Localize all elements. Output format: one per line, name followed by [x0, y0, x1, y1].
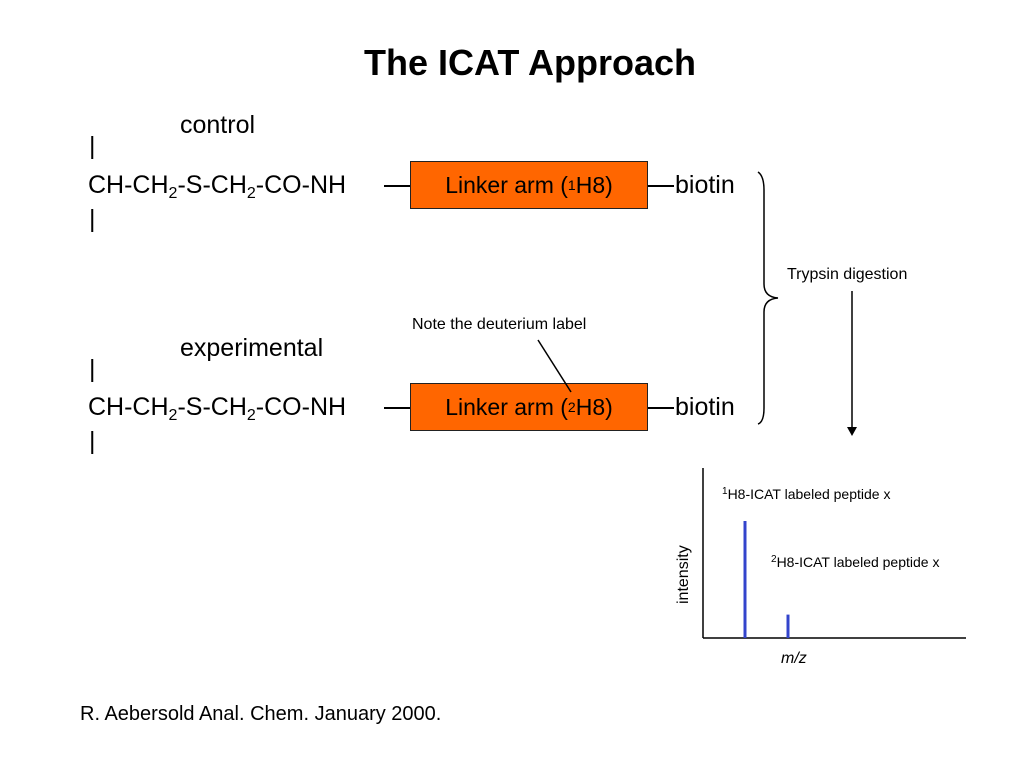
control-bond-top: |: [89, 132, 96, 160]
mz-axis-label: m/z: [781, 650, 807, 667]
experimental-chem-formula: CH-CH2-S-CH2-CO-NH: [88, 393, 347, 424]
experimental-bond-line-left: [384, 407, 411, 409]
control-bond-line-right: [648, 185, 674, 187]
page-title: The ICAT Approach: [364, 42, 696, 83]
peak2-label: 2H8-ICAT labeled peptide x: [771, 554, 940, 570]
peak1-label: 1H8-ICAT labeled peptide x: [722, 486, 891, 502]
control-bond-bottom: |: [89, 205, 96, 233]
experimental-bond-bottom: |: [89, 427, 96, 455]
note-pointer-line: [537, 339, 572, 393]
experimental-bond-line-right: [648, 407, 674, 409]
trypsin-label: Trypsin digestion: [787, 266, 908, 283]
experimental-label: experimental: [180, 334, 324, 362]
control-biotin-label: biotin: [675, 171, 735, 199]
control-label: control: [180, 111, 256, 139]
control-chem-formula: CH-CH2-S-CH2-CO-NH: [88, 171, 347, 202]
intensity-axis-label: intensity: [675, 545, 692, 604]
experimental-biotin-label: biotin: [675, 393, 735, 421]
control-bond-line-left: [384, 185, 411, 187]
deuterium-note: Note the deuterium label: [412, 316, 587, 333]
digestion-brace: [757, 171, 779, 425]
digestion-arrow-head: [847, 427, 857, 436]
reference-citation: R. Aebersold Anal. Chem. January 2000.: [80, 703, 442, 725]
experimental-bond-top: |: [89, 355, 96, 383]
